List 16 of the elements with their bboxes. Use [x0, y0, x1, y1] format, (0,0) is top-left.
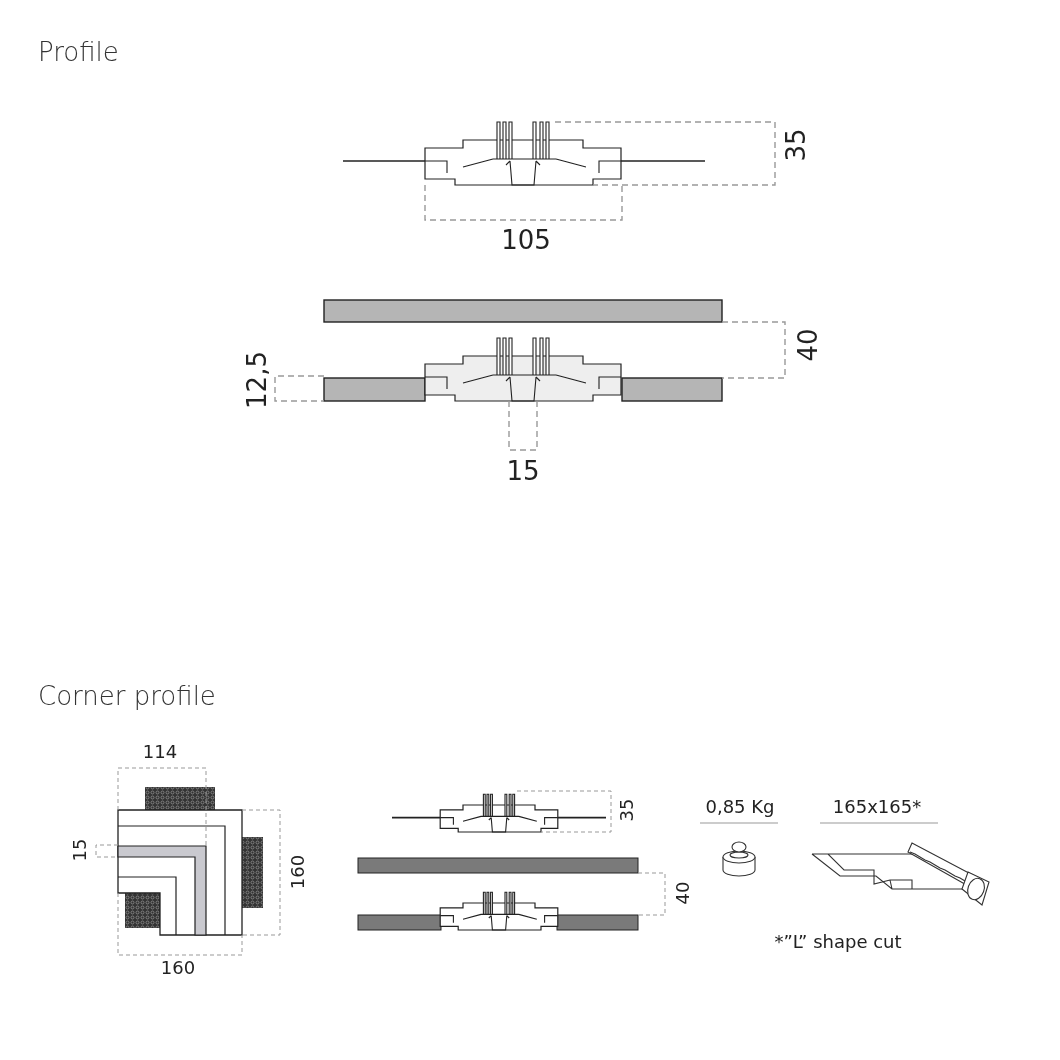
section-heading: Profile	[38, 39, 119, 65]
dimension-label: 114	[142, 743, 178, 761]
dimension-label: 15	[506, 458, 540, 484]
dimension-label: 12,5	[244, 351, 270, 409]
dimension-label: 165x165*	[832, 798, 922, 816]
dimension-label: *”L” shape cut	[774, 933, 902, 951]
dimension-label: 160	[160, 959, 196, 977]
dimension-label: 40	[674, 881, 692, 905]
section-heading: Corner profile	[38, 683, 216, 709]
dimension-label: 105	[501, 227, 551, 253]
dimension-label: 40	[795, 328, 821, 362]
dimension-label: 160	[289, 854, 307, 890]
dimension-label: 15	[71, 838, 89, 862]
dimension-label: 35	[783, 128, 809, 162]
dimension-label: 0,85 Kg	[705, 798, 775, 816]
dimension-label: 35	[618, 798, 636, 822]
